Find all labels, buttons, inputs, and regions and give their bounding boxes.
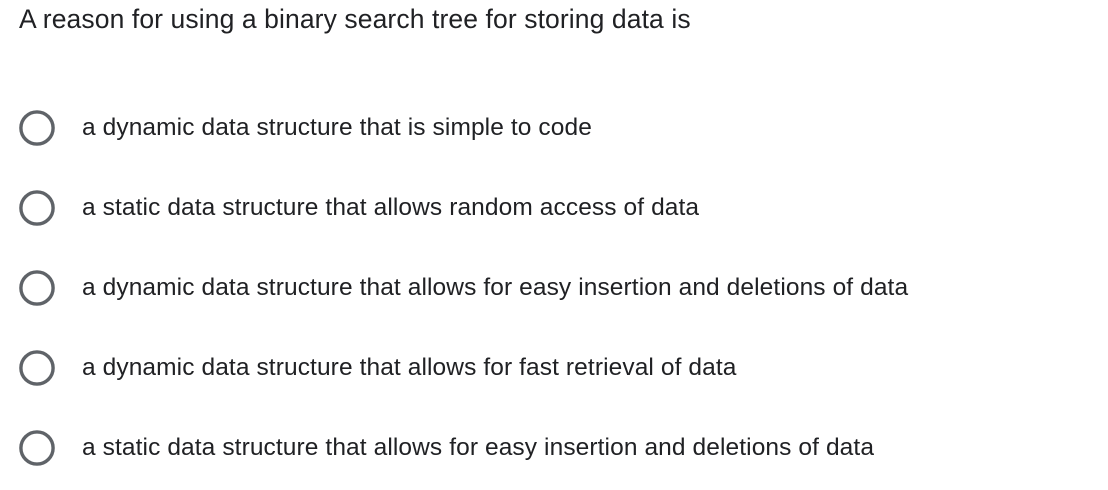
question-title: A reason for using a binary search tree … xyxy=(19,4,691,34)
option-row[interactable]: a static data structure that allows rand… xyxy=(0,168,1108,248)
radio-unchecked-icon[interactable] xyxy=(19,110,55,146)
option-label: a dynamic data structure that is simple … xyxy=(82,114,592,141)
options-list: a dynamic data structure that is simple … xyxy=(0,88,1108,488)
option-row[interactable]: a dynamic data structure that is simple … xyxy=(0,88,1108,168)
radio-unchecked-icon[interactable] xyxy=(19,430,55,466)
option-label: a static data structure that allows for … xyxy=(82,434,875,461)
option-row[interactable]: a static data structure that allows for … xyxy=(0,408,1108,488)
option-label: a dynamic data structure that allows for… xyxy=(82,274,909,301)
radio-unchecked-icon[interactable] xyxy=(19,190,55,226)
radio-unchecked-icon[interactable] xyxy=(19,350,55,386)
option-row[interactable]: a dynamic data structure that allows for… xyxy=(0,248,1108,328)
option-label: a dynamic data structure that allows for… xyxy=(82,354,737,381)
option-row[interactable]: a dynamic data structure that allows for… xyxy=(0,328,1108,408)
option-label: a static data structure that allows rand… xyxy=(82,194,700,221)
radio-unchecked-icon[interactable] xyxy=(19,270,55,306)
